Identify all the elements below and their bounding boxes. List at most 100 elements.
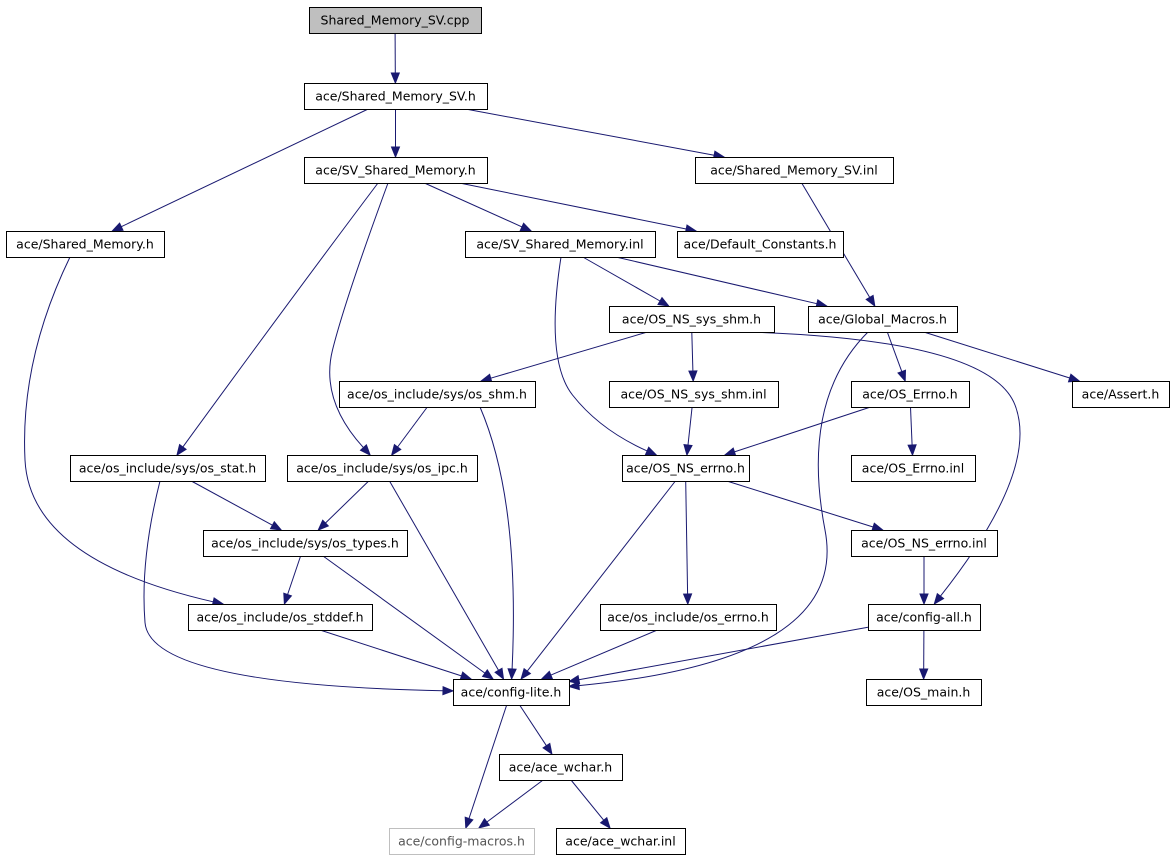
node-label: ace/OS_NS_sys_shm.inl: [620, 387, 766, 402]
edge-ns_errno_inl-to-cfg_all: [919, 556, 929, 606]
edge-os_types-to-cfg_lite: [322, 555, 495, 680]
arrowhead: [657, 296, 670, 307]
node-assert_h[interactable]: ace/Assert.h: [1072, 381, 1170, 408]
node-ns_shm_h[interactable]: ace/OS_NS_sys_shm.h: [609, 306, 775, 333]
arrowhead: [542, 742, 553, 756]
node-os_ipc[interactable]: ace/os_include/sys/os_ipc.h: [287, 455, 478, 482]
arrowhead: [599, 816, 611, 830]
node-box: [851, 381, 970, 408]
arrowhead: [688, 370, 698, 383]
edge-line: [923, 331, 1070, 379]
arrowhead: [464, 816, 474, 830]
node-cfg_all[interactable]: ace/config-all.h: [868, 604, 981, 631]
arrowhead: [479, 373, 493, 383]
arrowhead: [317, 519, 330, 531]
edge-sv_sm_inl-to-glob_mac: [615, 256, 828, 309]
node-label: ace/os_include/sys/os_shm.h: [347, 387, 527, 402]
arrowhead: [567, 674, 581, 685]
node-inc_errno[interactable]: ace/os_include/os_errno.h: [600, 604, 777, 631]
edge-ns_shm_h-to-cfg_all: [749, 331, 1021, 606]
edge-line: [479, 406, 514, 670]
edge-cfg_all-to-cfg_lite: [567, 626, 869, 685]
node-box: [203, 530, 408, 557]
node-label: ace/OS_NS_errno.h: [626, 461, 745, 476]
edge-line: [526, 480, 676, 672]
node-cfg_lite[interactable]: ace/config-lite.h: [453, 679, 570, 706]
node-label: ace/os_include/os_stddef.h: [196, 610, 363, 625]
edge-os_stddef-to-cfg_lite: [319, 629, 473, 681]
node-label: ace/os_include/sys/os_stat.h: [79, 461, 256, 476]
node-ns_errno_h[interactable]: ace/OS_NS_errno.h: [622, 455, 750, 482]
arrowhead: [520, 667, 532, 681]
edge-sv_sm_h-to-def_const: [459, 182, 698, 234]
node-sv_sm_inl[interactable]: ace/SV_Shared_Memory.inl: [465, 231, 656, 258]
edge-line: [468, 704, 508, 819]
edge-ns_shm_h-to-ns_shm_inl: [688, 331, 698, 383]
node-box: [622, 455, 750, 482]
node-box: [304, 83, 488, 110]
node-wchar_inl[interactable]: ace/ace_wchar.inl: [556, 828, 686, 855]
edge-line: [490, 331, 648, 379]
edge-cfg_all-to-os_main: [918, 629, 929, 681]
node-glob_mac[interactable]: ace/Global_Macros.h: [808, 306, 958, 333]
node-label: ace/Shared_Memory_SV.h: [315, 89, 476, 104]
node-box: [70, 455, 266, 482]
edge-line: [424, 182, 523, 228]
edge-line: [582, 256, 661, 302]
node-box: [556, 828, 686, 855]
arrowhead: [481, 669, 495, 680]
node-os_errno_inl[interactable]: ace/OS_Errno.inl: [851, 455, 976, 482]
edge-ns_errno_h-to-inc_errno: [682, 480, 693, 606]
edge-ns_shm_h-to-os_shm_h: [479, 331, 648, 383]
edge-line: [570, 779, 605, 821]
edge-sv_sm_inl-to-ns_shm_h: [582, 256, 670, 307]
edge-line: [319, 629, 462, 677]
node-sv_sm_h[interactable]: ace/SV_Shared_Memory.h: [304, 157, 488, 184]
edge-line: [734, 406, 871, 453]
edge-line: [578, 626, 869, 681]
node-os_stat[interactable]: ace/os_include/sys/os_stat.h: [70, 455, 266, 482]
node-box: [677, 231, 844, 258]
node-ns_errno_inl[interactable]: ace/OS_NS_errno.inl: [851, 530, 998, 557]
edge-sm_h-to-os_stddef: [24, 256, 225, 607]
edge-line: [615, 256, 818, 305]
node-sm_h[interactable]: ace/Shared_Memory.h: [6, 231, 165, 258]
node-label: ace/ace_wchar.inl: [565, 834, 675, 849]
node-wchar_h[interactable]: ace/ace_wchar.h: [499, 754, 623, 781]
node-box: [851, 530, 998, 557]
node-box: [453, 679, 570, 706]
arrowhead: [494, 667, 505, 681]
node-os_shm_h[interactable]: ace/os_include/sys/os_shm.h: [339, 381, 536, 408]
node-sm_sv_h[interactable]: ace/Shared_Memory_SV.h: [304, 83, 488, 110]
node-os_main[interactable]: ace/OS_main.h: [866, 679, 982, 706]
node-cfg_macros[interactable]: ace/config-macros.h: [389, 828, 535, 855]
arrowhead: [683, 444, 693, 457]
node-label: ace/SV_Shared_Memory.h: [315, 163, 475, 178]
node-os_stddef[interactable]: ace/os_include/os_stddef.h: [188, 604, 373, 631]
node-os_errno_h[interactable]: ace/OS_Errno.h: [851, 381, 970, 408]
node-label: ace/SV_Shared_Memory.inl: [476, 237, 643, 252]
edge-line: [687, 406, 693, 446]
arrowhead: [390, 72, 401, 85]
edge-ns_errno_h-to-ns_errno_inl: [726, 480, 884, 532]
node-box: [188, 604, 373, 631]
edge-cfg_lite-to-wchar_h: [519, 704, 553, 756]
edge-wchar_h-to-cfg_macros: [477, 779, 544, 829]
edge-os_stat-to-cfg_lite: [143, 480, 455, 696]
edge-root-to-sm_sv_h: [390, 32, 401, 85]
node-label: ace/os_include/sys/os_ipc.h: [296, 461, 468, 476]
edge-line: [749, 331, 1021, 597]
node-box: [389, 828, 535, 855]
node-box: [465, 231, 656, 258]
node-root[interactable]: Shared_Memory_SV.cpp: [309, 7, 482, 34]
edge-ns_shm_inl-to-ns_errno_h: [683, 406, 693, 457]
node-os_types[interactable]: ace/os_include/sys/os_types.h: [203, 530, 408, 557]
node-sm_sv_inl[interactable]: ace/Shared_Memory_SV.inl: [695, 157, 894, 184]
arrowhead: [897, 369, 907, 383]
node-def_const[interactable]: ace/Default_Constants.h: [677, 231, 844, 258]
edge-line: [578, 331, 869, 687]
edge-line: [459, 182, 687, 230]
node-ns_shm_inl[interactable]: ace/OS_NS_sys_shm.inl: [609, 381, 779, 408]
arrowhead: [519, 222, 533, 232]
arrowhead: [283, 592, 293, 606]
